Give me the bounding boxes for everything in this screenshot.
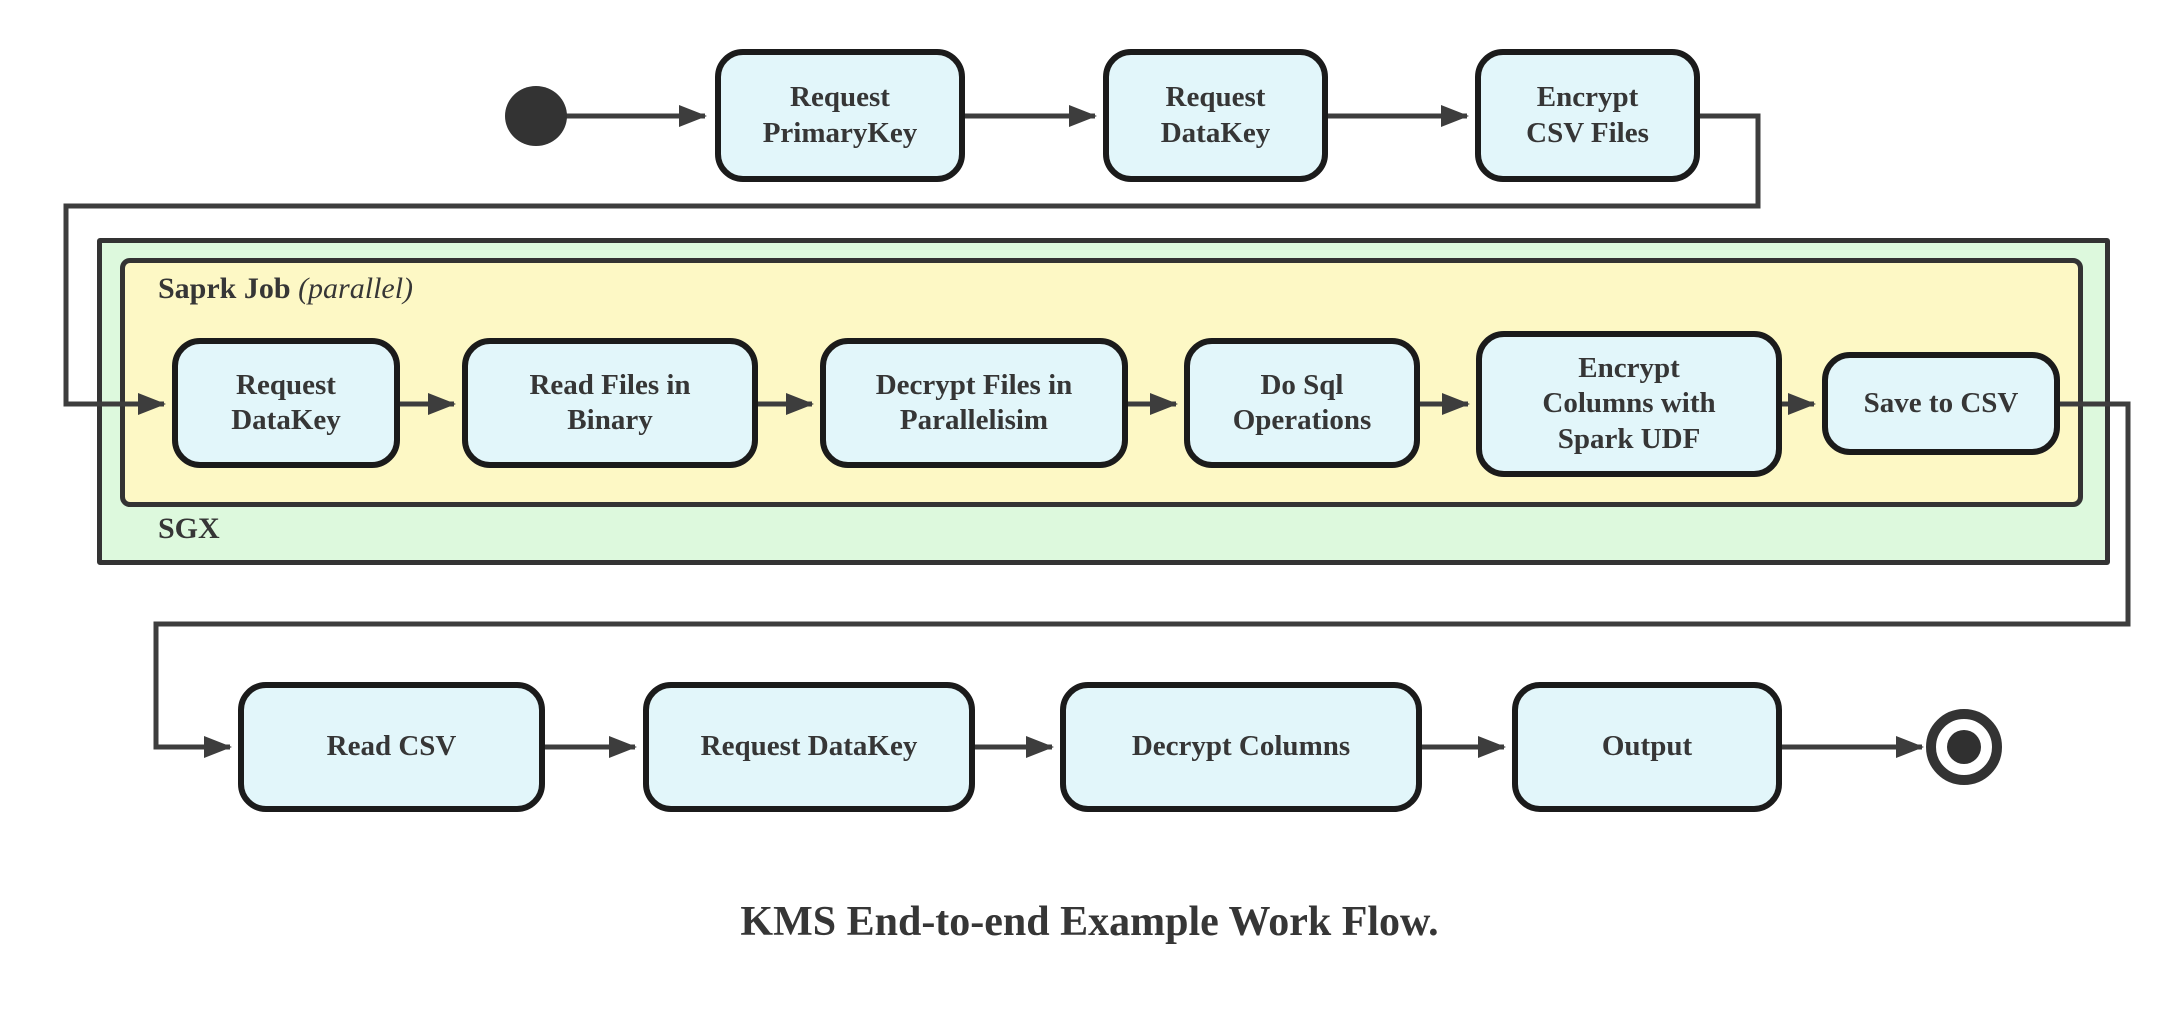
node-read-csv: Read CSV	[238, 682, 545, 812]
node-request-datakey-top: Request DataKey	[1103, 49, 1328, 182]
node-request-datakey-bottom: Request DataKey	[643, 682, 975, 812]
sgx-label-text: SGX	[158, 512, 220, 545]
node-output: Output	[1512, 682, 1782, 812]
diagram-title: KMS End-to-end Example Work Flow.	[740, 899, 1439, 945]
edge-encrypt-csv-to-sgx-request-datakey	[63, 113, 1761, 415]
node-sgx-request-datakey: Request DataKey	[172, 338, 400, 468]
spark-job-label-text: Saprk Job	[158, 272, 291, 305]
node-do-sql-operations: Do Sql Operations	[1184, 338, 1420, 468]
sgx-label: SGX	[158, 512, 220, 546]
node-encrypt-csv-files: Encrypt CSV Files	[1475, 49, 1700, 182]
node-decrypt-files-in-parallelisim: Decrypt Files in Parallelisim	[820, 338, 1128, 468]
end-node-inner-dot	[1947, 730, 1981, 764]
start-node	[505, 86, 567, 146]
spark-job-qualifier: (parallel)	[298, 272, 414, 305]
node-request-primarykey: Request PrimaryKey	[715, 49, 965, 182]
node-decrypt-columns: Decrypt Columns	[1060, 682, 1422, 812]
node-save-to-csv: Save to CSV	[1822, 352, 2060, 455]
edge-save-csv-to-read-csv	[153, 401, 2131, 758]
spark-job-label: Saprk Job (parallel)	[158, 272, 413, 306]
node-encrypt-columns-with-spark-udf: Encrypt Columns with Spark UDF	[1476, 331, 1782, 477]
node-read-files-in-binary: Read Files in Binary	[462, 338, 758, 468]
